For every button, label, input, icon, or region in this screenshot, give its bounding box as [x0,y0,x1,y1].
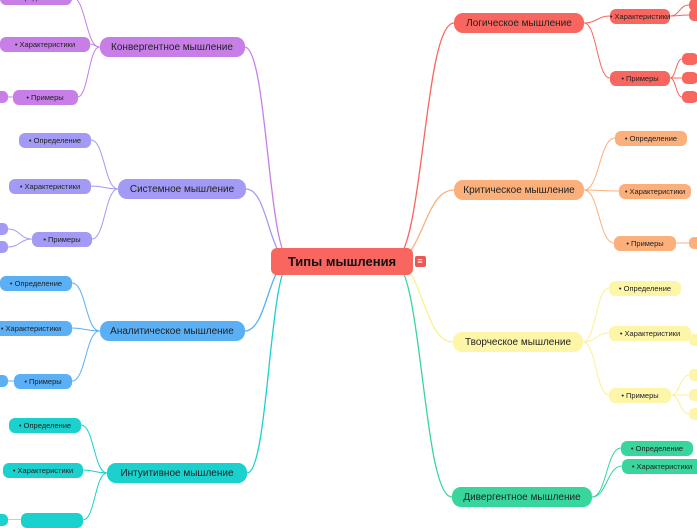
leaf-topic[interactable] [682,72,697,84]
sub-topic-intuitive-0[interactable]: • Определение [9,417,81,433]
branch-intuitive[interactable]: Интуитивное мышление [107,463,247,483]
connector-divergent [392,260,453,498]
connector-intuitive-sub-2 [82,472,108,520]
leaf-topic[interactable] [689,237,697,249]
leaf-topic[interactable] [682,91,697,103]
connector-logical-leaf-0-1 [669,14,690,17]
sub-topic-logical-0[interactable]: • Характеристики [610,8,670,24]
connector-creative-sub-0 [582,287,610,343]
sub-topic-intuitive-1[interactable]: • Характеристики [3,462,83,478]
connector-creative-leaf-2-2 [670,394,690,415]
connector-intuitive-sub-1 [82,469,108,474]
sub-topic-systemic-2[interactable]: • Примеры [32,231,92,247]
connector-creative-leaf-2-0 [670,374,690,396]
branch-critical[interactable]: Критическое мышление [454,180,584,200]
leaf-topic[interactable] [682,53,697,65]
sub-topic-systemic-0[interactable]: • Определение [19,132,91,148]
connector-analytic-sub-2 [71,330,100,382]
connector-creative-sub-2 [582,341,610,396]
connector-critical-sub-0 [583,137,616,191]
connector-systemic-sub-0 [90,139,119,190]
leaf-topic[interactable] [689,334,697,346]
connector-systemic-sub-1 [90,185,119,190]
connector-divergent-sub-1 [591,465,623,498]
connector-divergent-sub-0 [591,447,622,498]
connector-systemic-leaf-2-1 [7,238,33,248]
sub-topic-convergent-2[interactable]: • Примеры [12,89,78,105]
sub-topic-analytic-1[interactable]: • Характеристики [0,320,72,336]
leaf-topic[interactable] [689,389,697,401]
leaf-topic[interactable] [689,408,697,420]
sub-topic-divergent-0[interactable]: • Определение [621,440,693,456]
sub-topic-systemic-1[interactable]: • Характеристики [9,178,91,194]
branch-creative[interactable]: Творческое мышление [453,332,583,352]
sub-topic-critical-2[interactable]: • Примеры [614,235,676,251]
connector-intuitive-sub-0 [80,424,108,474]
sub-topic-creative-0[interactable]: • Определение [609,280,681,296]
connector-critical-sub-1 [583,189,620,192]
leaf-topic[interactable] [0,514,8,526]
connector-logical-leaf-0-0 [669,4,690,17]
connector-analytic-sub-0 [71,282,100,332]
connector-convergent-sub-0 [76,0,100,48]
connector-systemic-leaf-2-0 [7,228,33,240]
sub-topic-analytic-0[interactable]: • Определение [0,275,72,291]
connector-analytic-sub-1 [71,327,100,332]
sub-topic-convergent-0[interactable]: • Определение [0,0,72,5]
central-topic[interactable]: Типы мышления [271,247,413,275]
sub-topic-creative-1[interactable]: • Характеристики [609,325,691,341]
branch-systemic[interactable]: Системное мышление [118,179,246,199]
sub-topic-convergent-1[interactable]: • Характеристики [0,36,90,52]
sub-topic-divergent-1[interactable]: • Характеристики [622,458,697,474]
branch-divergent[interactable]: Дивергентное мышление [452,487,592,507]
leaf-topic[interactable] [689,9,697,21]
sub-topic-critical-1[interactable]: • Характеристики [619,183,691,199]
connector-logical-leaf-1-2 [669,77,683,98]
branch-analytic[interactable]: Аналитическое мышление [99,321,245,341]
leaf-topic[interactable] [689,369,697,381]
sub-topic-logical-1[interactable]: • Примеры [610,70,670,86]
sub-topic-critical-0[interactable]: • Определение [615,130,687,146]
connector-logical-sub-0 [583,15,611,24]
leaf-topic[interactable] [0,241,8,253]
leaf-topic[interactable] [0,223,8,235]
hamburger-icon[interactable]: ≡ [414,255,426,267]
connector-convergent [243,46,292,262]
connector-logical-leaf-1-0 [669,58,683,79]
connector-convergent-sub-2 [77,46,100,98]
connector-systemic-sub-2 [91,188,119,240]
sub-topic-analytic-2[interactable]: • Примеры [14,373,72,389]
connector-creative-sub-1 [582,332,610,343]
leaf-topic[interactable] [0,375,8,387]
leaf-topic[interactable] [0,91,8,103]
branch-convergent[interactable]: Конвергентное мышление [99,37,245,57]
branch-logical[interactable]: Логическое мышление [454,13,584,33]
sub-topic-intuitive-2[interactable] [21,512,83,528]
connector-logical-sub-1 [583,22,611,79]
connector-critical-sub-2 [583,189,615,244]
leaf-topic[interactable] [689,0,697,11]
sub-topic-creative-2[interactable]: • Примеры [609,387,671,403]
